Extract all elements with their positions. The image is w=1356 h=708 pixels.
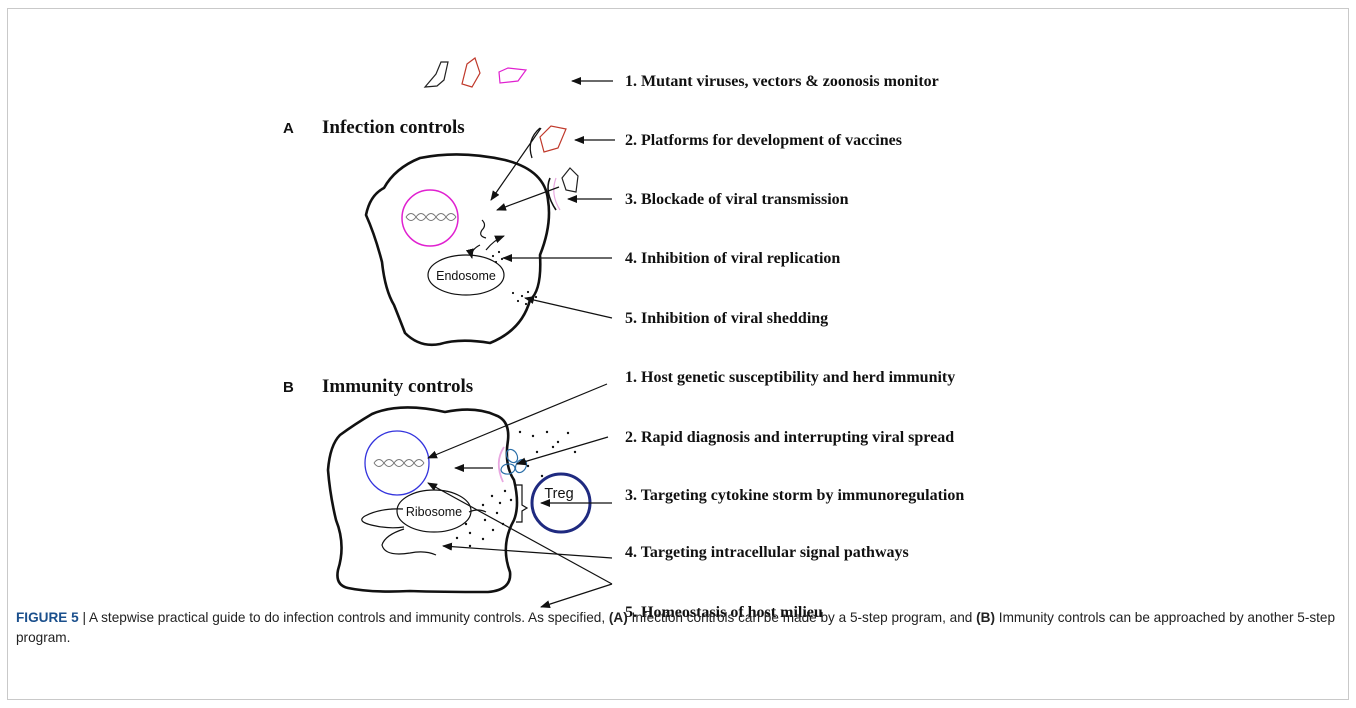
step-a-3: 3. Blockade of viral transmission (625, 191, 849, 208)
ribosome-label: Ribosome (406, 505, 462, 519)
panel-a-letter: A (283, 120, 294, 137)
virus-red-a-icon (539, 125, 567, 153)
nucleus-b (364, 430, 430, 496)
figure-caption: FIGURE 5 | A stepwise practical guide to… (16, 608, 1336, 648)
treg-label: Treg (544, 486, 573, 502)
virus-magenta-icon (498, 67, 528, 84)
caption-text-2: Infection controls can be made by a 5-st… (627, 610, 977, 625)
shedding-dots (511, 290, 538, 306)
caption-separator: | (78, 610, 90, 625)
nucleus-a (401, 189, 459, 247)
caption-ref-a: (A) (608, 610, 628, 625)
step-b-1: 1. Host genetic susceptibility and herd … (625, 369, 955, 386)
step-a-2: 2. Platforms for development of vaccines (625, 132, 902, 149)
caption-ref-b: (B) (976, 610, 996, 625)
receptor-a2 (547, 177, 557, 211)
panel-b-title: Immunity controls (322, 376, 473, 397)
virus-black-icon (423, 61, 449, 88)
step-b-5: 5. Homeostasis of host milieu (625, 604, 823, 621)
step-a-5: 5. Inhibition of viral shedding (625, 310, 828, 327)
virus-red-icon (461, 57, 481, 88)
caption-text-3: Immunity controls can be approached by a… (16, 610, 1336, 645)
receptor-b (497, 446, 505, 483)
cell-a-outline (364, 153, 551, 347)
caption-text-1: A stepwise practical guide to do infecti… (89, 610, 609, 625)
top-label: 1. Mutant viruses, vectors & zoonosis mo… (625, 73, 939, 90)
cell-b-outline (326, 406, 519, 594)
step-b-2: 2. Rapid diagnosis and interrupting vira… (625, 429, 954, 446)
dna-a-icon (405, 213, 457, 221)
dna-b-icon (373, 459, 425, 467)
step-b-3: 3. Targeting cytokine storm by immunoreg… (625, 487, 964, 504)
endosome-label: Endosome (436, 269, 496, 283)
panel-a-title: Infection controls (322, 117, 465, 138)
panel-b-letter: B (283, 379, 294, 396)
step-a-4: 4. Inhibition of viral replication (625, 250, 840, 267)
virus-black-a-icon (561, 167, 579, 193)
treg-bracket (516, 484, 529, 523)
cytokine-dots (455, 430, 577, 548)
figure-frame (7, 8, 1349, 700)
step-b-4: 4. Targeting intracellular signal pathwa… (625, 544, 909, 561)
top-viruses (423, 57, 528, 88)
caption-label: FIGURE 5 (16, 610, 79, 625)
